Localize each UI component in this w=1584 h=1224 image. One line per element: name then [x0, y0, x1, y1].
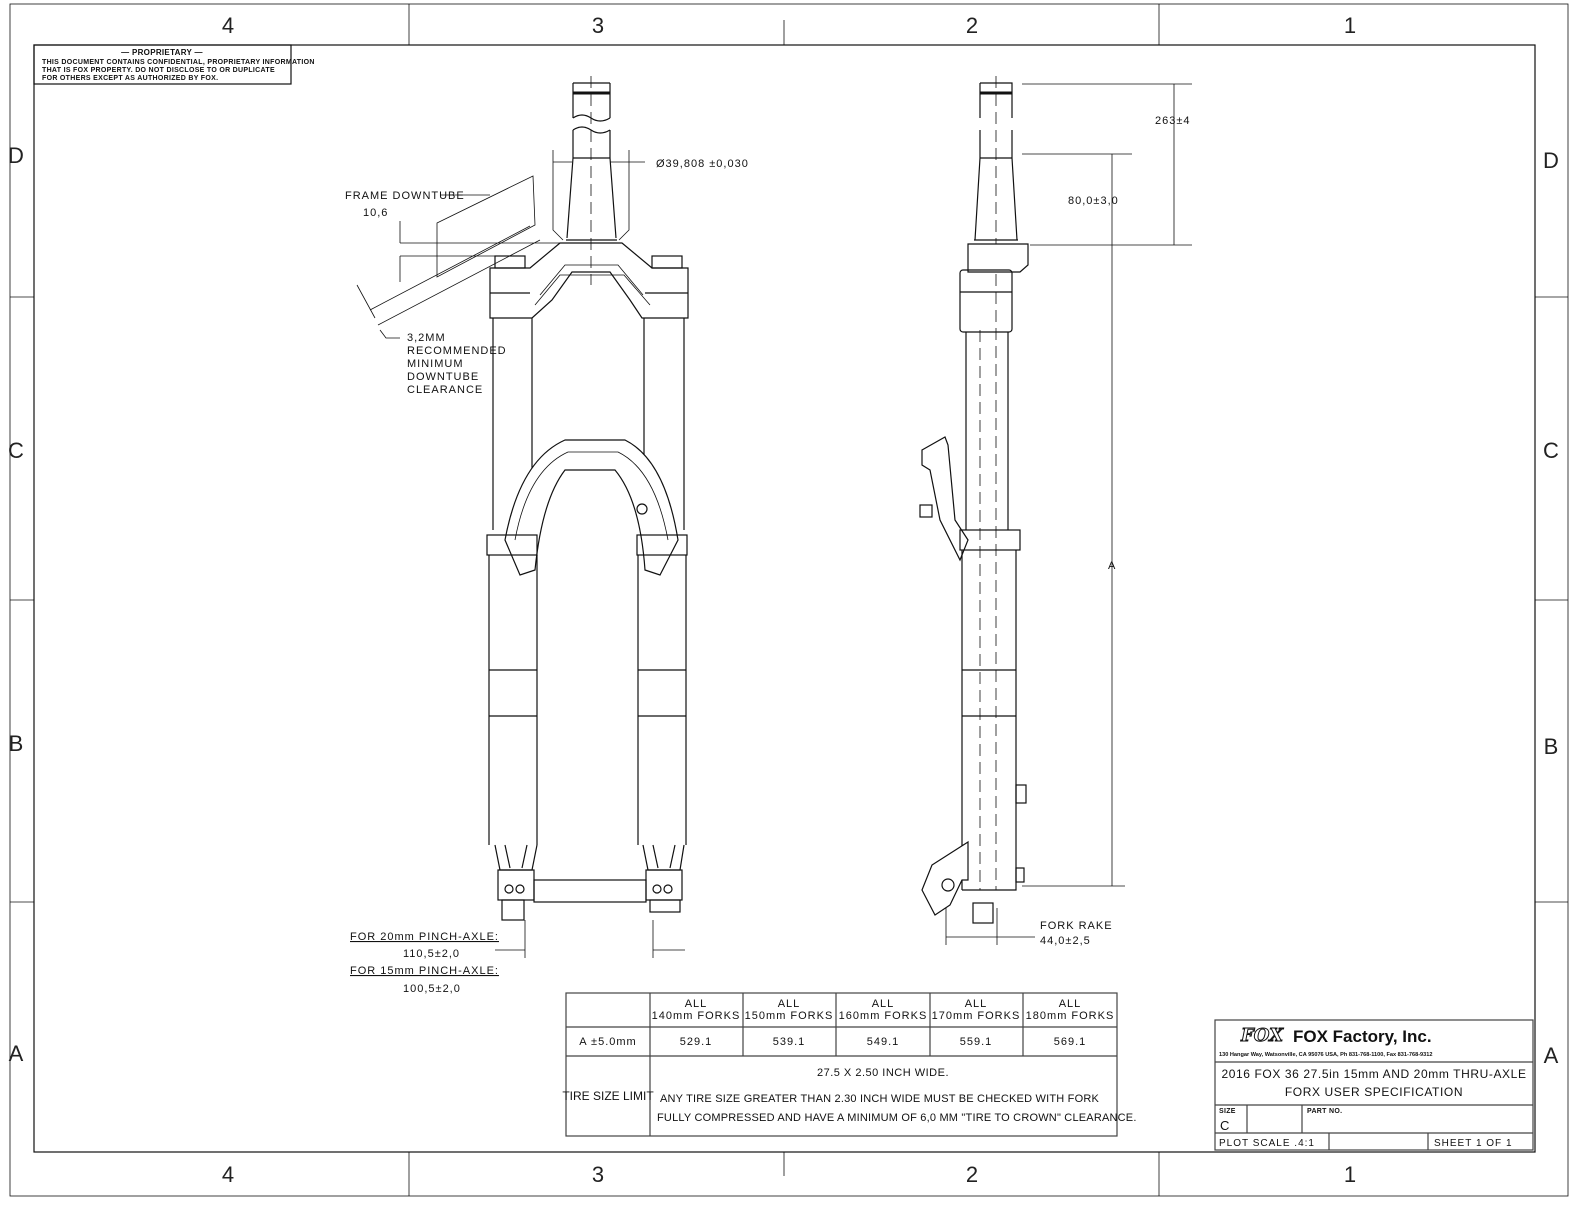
tire-note-1: ANY TIRE SIZE GREATER THAN 2.30 INCH WID…	[660, 1093, 1099, 1105]
value-150: 539.1	[773, 1036, 806, 1048]
drawing-title-2: FORX USER SPECIFICATION	[1285, 1085, 1463, 1099]
col-header-170-line2: 170mm FORKS	[932, 1010, 1021, 1022]
inner-border	[33, 44, 1536, 1153]
zone-col-bottom-3: 3	[592, 1162, 604, 1187]
clearance-note-3: MINIMUM	[407, 358, 464, 370]
zone-row-right-b: B	[1544, 734, 1559, 759]
zone-ticks	[10, 4, 1568, 1196]
col-header-180-line1: ALL	[1059, 998, 1082, 1010]
zone-col-top-1: 1	[1344, 13, 1356, 38]
axle-to-crown-dimension: A	[1108, 560, 1116, 572]
zone-row-left-c: C	[8, 438, 24, 463]
side-view-dimensions	[945, 83, 1192, 945]
sheet-number: SHEET 1 OF 1	[1434, 1138, 1513, 1149]
company-address: 130 Hangar Way, Watsonville, CA 95076 US…	[1219, 1052, 1433, 1058]
clearance-note-4: DOWNTUBE	[407, 371, 479, 383]
proprietary-notice: — PROPRIETARY — THIS DOCUMENT CONTAINS C…	[33, 44, 315, 85]
plot-scale: PLOT SCALE .4:1	[1219, 1138, 1315, 1149]
col-header-170-line1: ALL	[965, 998, 988, 1010]
zone-row-right-c: C	[1543, 438, 1559, 463]
fork-rake-value: 44,0±2,5	[1040, 935, 1091, 947]
col-header-160-line2: 160mm FORKS	[839, 1010, 928, 1022]
size-label: SIZE	[1219, 1108, 1236, 1115]
fox-logo: FOX	[1240, 1025, 1284, 1046]
value-140: 529.1	[680, 1036, 713, 1048]
proprietary-line-3: FOR OTHERS EXCEPT AS AUTHORIZED BY FOX.	[42, 75, 218, 82]
clearance-note-2: RECOMMENDED	[407, 345, 507, 357]
row-label-a: A ±5.0mm	[579, 1036, 636, 1048]
pinch-20-value: 110,5±2,0	[403, 948, 460, 960]
side-view-fork	[919, 76, 1029, 924]
front-view-dimensions	[356, 150, 685, 958]
proprietary-line-1: THIS DOCUMENT CONTAINS CONFIDENTIAL, PRO…	[42, 59, 315, 66]
col-header-150-line2: 150mm FORKS	[745, 1010, 834, 1022]
title-block: FOX FOX Factory, Inc. 130 Hangar Way, Wa…	[1214, 1019, 1534, 1151]
pinch-20-label: FOR 20mm PINCH-AXLE:	[350, 931, 499, 943]
pinch-15-value: 100,5±2,0	[403, 983, 461, 995]
col-header-180-line2: 180mm FORKS	[1026, 1010, 1115, 1022]
zone-col-top-4: 4	[222, 13, 234, 38]
taper-length-dimension: 80,0±3,0	[1068, 195, 1119, 207]
tire-note-2: FULLY COMPRESSED AND HAVE A MINIMUM OF 6…	[657, 1112, 1137, 1124]
value-180: 569.1	[1054, 1036, 1087, 1048]
zone-row-left-d: D	[8, 143, 24, 168]
part-no-label: PART NO.	[1307, 1108, 1342, 1115]
col-header-140-line1: ALL	[685, 998, 708, 1010]
zone-row-right-a: A	[1544, 1043, 1559, 1068]
zone-row-left-a: A	[9, 1041, 24, 1066]
steerer-diameter-dimension: Ø39,808 ±0,030	[656, 158, 749, 170]
downtube-offset-dimension: 10,6	[363, 207, 388, 219]
clearance-note-1: 3,2MM	[407, 332, 446, 344]
spec-table: ALL 140mm FORKS ALL 150mm FORKS ALL 160m…	[562, 992, 1137, 1137]
value-160: 549.1	[867, 1036, 900, 1048]
col-header-140-line2: 140mm FORKS	[652, 1010, 741, 1022]
value-170: 559.1	[960, 1036, 993, 1048]
frame-downtube-label: FRAME DOWNTUBE	[345, 190, 465, 202]
tire-size-limit-label: TIRE SIZE LIMIT	[562, 1089, 654, 1103]
zone-col-bottom-4: 4	[222, 1162, 234, 1187]
proprietary-heading: — PROPRIETARY —	[121, 48, 203, 57]
zone-row-left-b: B	[9, 731, 24, 756]
tire-size: 27.5 X 2.50 INCH WIDE.	[817, 1067, 949, 1079]
zone-col-top-2: 2	[966, 13, 978, 38]
steerer-length-dimension: 263±4	[1155, 115, 1191, 127]
drawing-title-1: 2016 FOX 36 27.5in 15mm AND 20mm THRU-AX…	[1221, 1067, 1526, 1081]
proprietary-line-2: THAT IS FOX PROPERTY. DO NOT DISCLOSE TO…	[42, 67, 275, 74]
size-value: C	[1220, 1118, 1230, 1133]
zone-row-right-d: D	[1543, 148, 1559, 173]
col-header-150-line1: ALL	[778, 998, 801, 1010]
front-view-fork	[486, 76, 689, 921]
zone-col-bottom-1: 1	[1344, 1162, 1356, 1187]
col-header-160-line1: ALL	[872, 998, 895, 1010]
fork-rake-label: FORK RAKE	[1040, 920, 1113, 932]
zone-col-bottom-2: 2	[966, 1162, 978, 1187]
pinch-15-label: FOR 15mm PINCH-AXLE:	[350, 965, 499, 977]
company-name: FOX Factory, Inc.	[1293, 1027, 1432, 1046]
zone-col-top-3: 3	[592, 13, 604, 38]
clearance-note-5: CLEARANCE	[407, 384, 483, 396]
